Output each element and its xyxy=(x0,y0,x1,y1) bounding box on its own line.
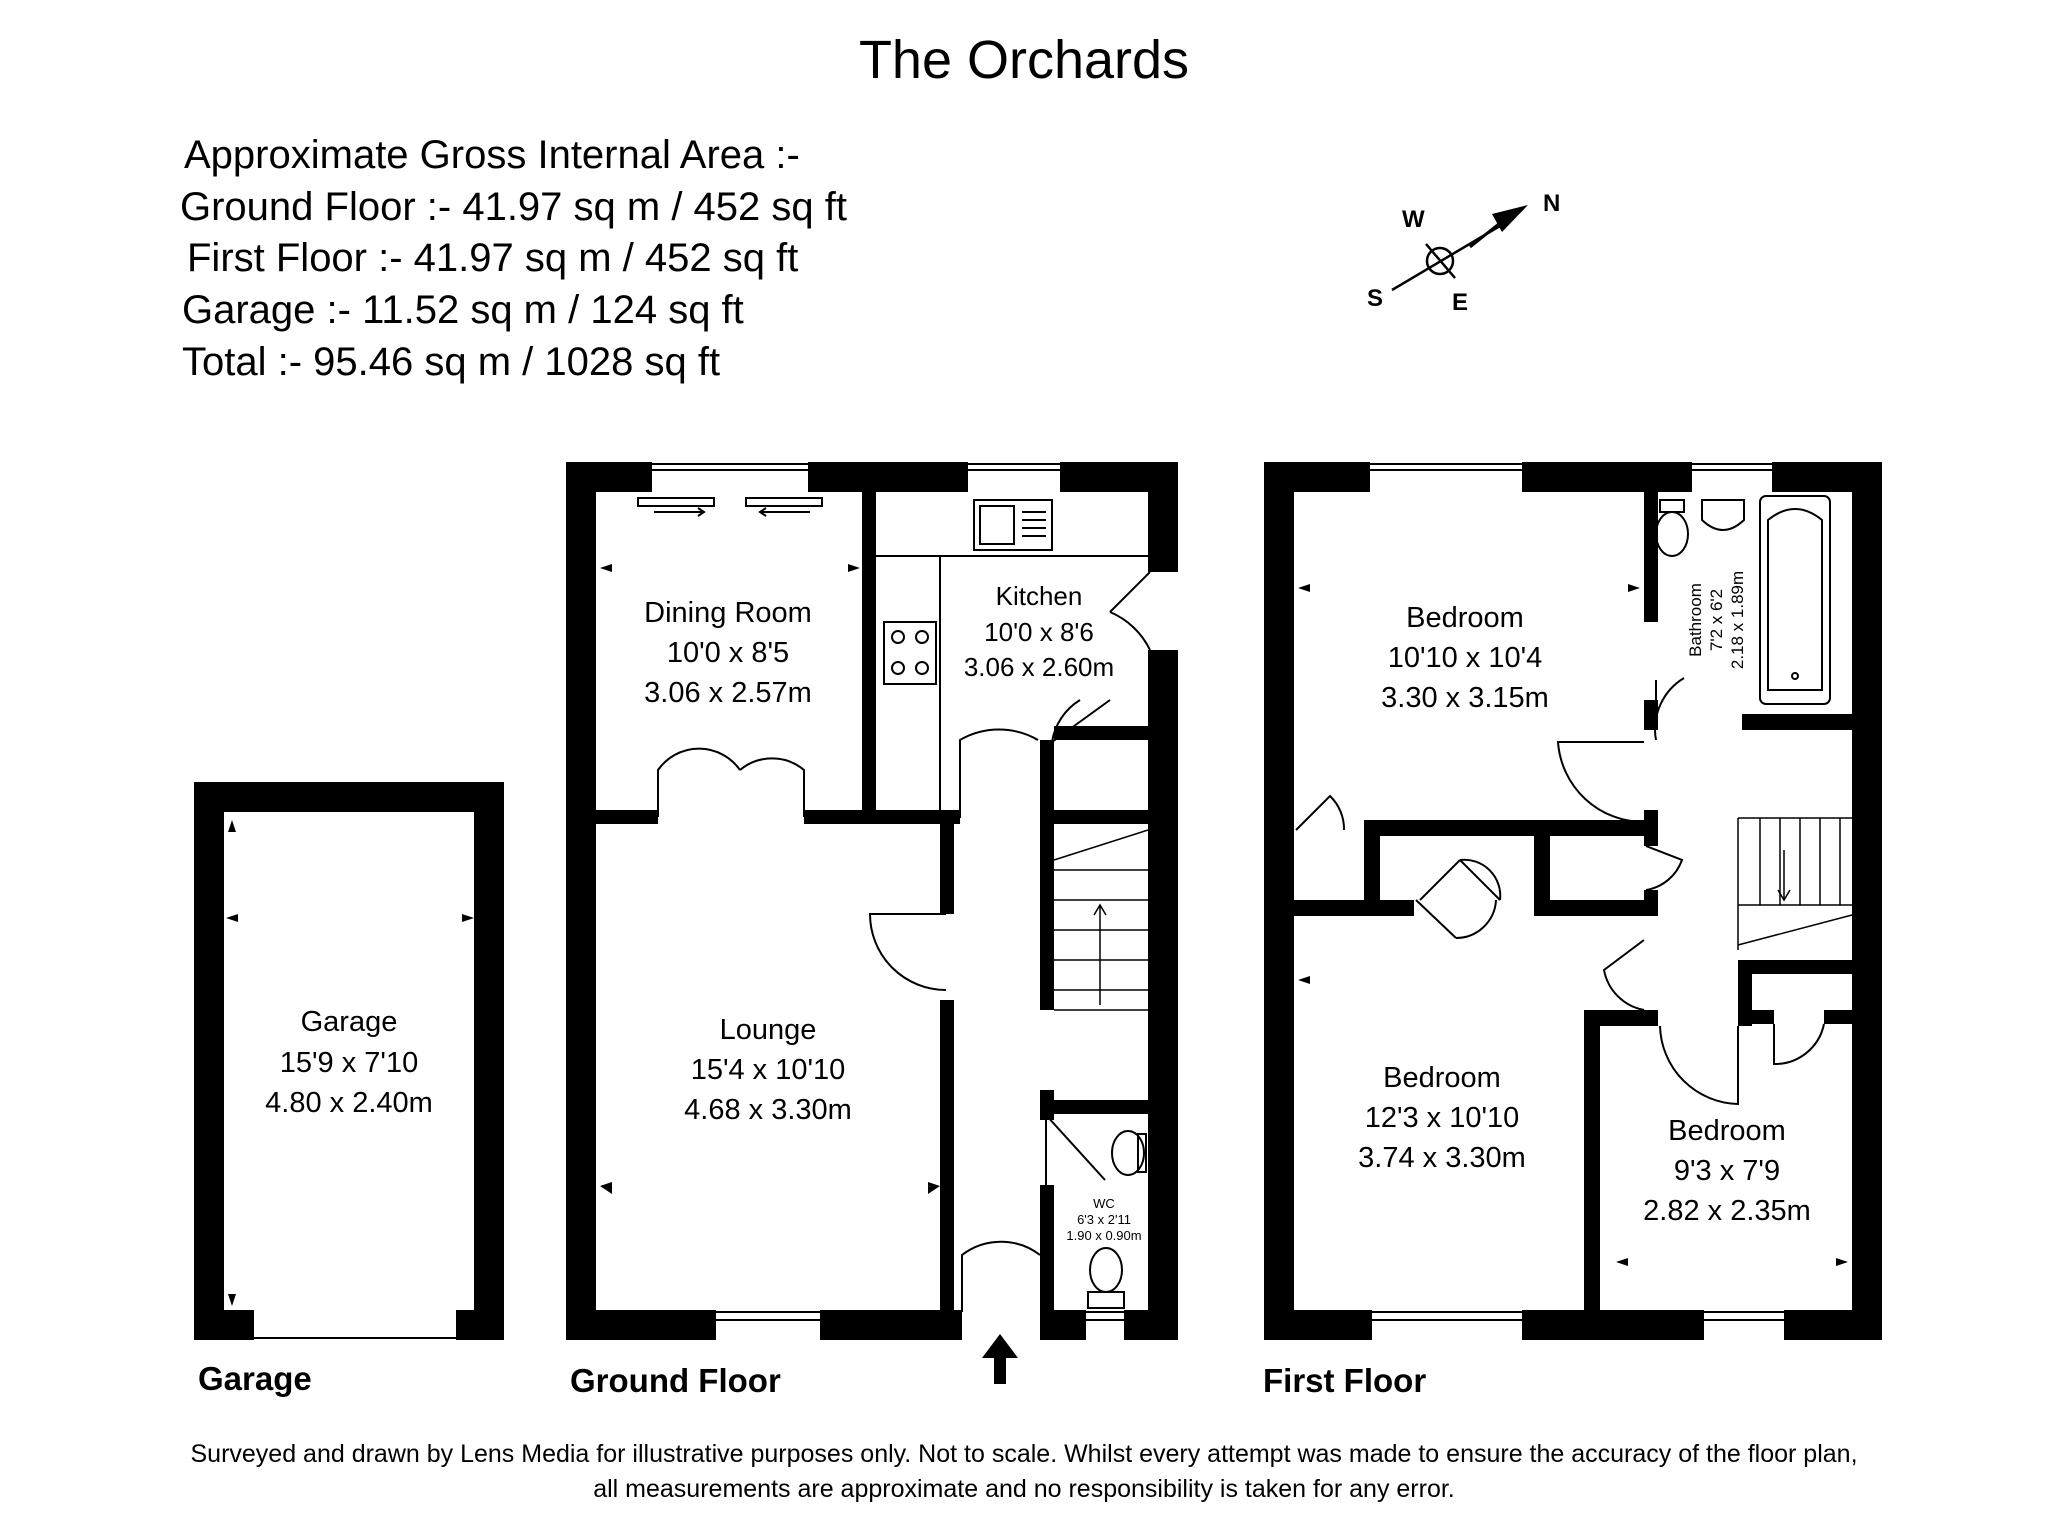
lounge-label: Lounge 15'4 x 10'10 4.68 x 3.30m xyxy=(684,1014,852,1126)
bed1-label: Bedroom 10'10 x 10'4 3.30 x 3.15m xyxy=(1381,602,1549,714)
garage-section-label: Garage xyxy=(198,1360,312,1397)
hob-icon xyxy=(883,621,937,685)
plan-title: The Orchards xyxy=(859,30,1189,90)
bed3-room-name: Bedroom xyxy=(1668,1115,1786,1147)
ground-floor-section-label: Ground Floor xyxy=(570,1362,781,1399)
first-stairs-icon xyxy=(1737,817,1853,950)
disclaimer-line-1: Surveyed and drawn by Lens Media for ill… xyxy=(190,1440,1857,1468)
sink-icon xyxy=(973,499,1053,551)
dining-label: Dining Room 10'0 x 8'5 3.06 x 2.57m xyxy=(644,597,812,709)
garage-walls xyxy=(194,782,504,1340)
compass-west: W xyxy=(1402,206,1425,233)
disclaimer-line-2: all measurements are approximate and no … xyxy=(593,1475,1455,1503)
basin-icon xyxy=(1701,499,1745,531)
toilet-icon xyxy=(1089,1247,1123,1293)
area-first-floor: First Floor :- 41.97 sq m / 452 sq ft xyxy=(187,236,798,280)
dining-room-metric: 3.06 x 2.57m xyxy=(644,677,812,709)
wc-fittings xyxy=(1087,1130,1147,1309)
wc-room-metric: 1.90 x 0.90m xyxy=(1066,1228,1141,1243)
dining-room-imperial: 10'0 x 8'5 xyxy=(667,637,789,669)
bed1-room-imperial: 10'10 x 10'4 xyxy=(1388,642,1543,674)
ground-stairs-icon xyxy=(1053,829,1149,1011)
first-doors xyxy=(1295,677,1825,1106)
bathroom-room-imperial: 7'2 x 6'2 xyxy=(1707,589,1726,651)
ground-floor-walls xyxy=(566,462,1178,1340)
garage-room-name: Garage xyxy=(301,1006,398,1038)
bed2-room-metric: 3.74 x 3.30m xyxy=(1358,1142,1526,1174)
ground-doors xyxy=(657,571,1151,1312)
first-floor-walls xyxy=(1264,462,1882,1340)
bed1-room-metric: 3.30 x 3.15m xyxy=(1381,682,1549,714)
compass-icon: N W S E xyxy=(1367,190,1560,316)
area-summary: Approximate Gross Internal Area :- Groun… xyxy=(180,133,847,384)
area-heading: Approximate Gross Internal Area :- xyxy=(184,133,800,177)
ground-floor-windows xyxy=(652,463,1124,1321)
compass-east: E xyxy=(1452,289,1468,316)
dimension-ticks xyxy=(226,564,1848,1306)
garage-room-imperial: 15'9 x 7'10 xyxy=(280,1047,418,1079)
lounge-room-name: Lounge xyxy=(720,1014,817,1046)
bathroom-label: Bathroom 7'2 x 6'2 2.18 x 1.89m xyxy=(1686,571,1747,669)
bed2-room-imperial: 12'3 x 10'10 xyxy=(1365,1102,1520,1134)
bathroom-room-name: Bathroom xyxy=(1686,583,1705,657)
compass-north: N xyxy=(1543,190,1560,217)
bath-icon xyxy=(1759,495,1831,705)
basin-icon xyxy=(1111,1130,1145,1176)
wc-room-name: WC xyxy=(1093,1196,1115,1211)
wc-label: WC 6'3 x 2'11 1.90 x 0.90m xyxy=(1066,1196,1141,1243)
kitchen-room-imperial: 10'0 x 8'6 xyxy=(984,617,1094,647)
toilet-icon xyxy=(1655,511,1689,557)
garage-room-metric: 4.80 x 2.40m xyxy=(265,1087,433,1119)
bed2-room-name: Bedroom xyxy=(1383,1062,1501,1094)
bed3-label: Bedroom 9'3 x 7'9 2.82 x 2.35m xyxy=(1643,1115,1811,1227)
kitchen-label: Kitchen 10'0 x 8'6 3.06 x 2.60m xyxy=(964,581,1114,682)
bed3-room-imperial: 9'3 x 7'9 xyxy=(1674,1155,1780,1187)
dining-room-name: Dining Room xyxy=(644,597,812,629)
kitchen-fittings xyxy=(876,499,1148,812)
lounge-room-imperial: 15'4 x 10'10 xyxy=(691,1054,846,1086)
area-ground-floor: Ground Floor :- 41.97 sq m / 452 sq ft xyxy=(180,185,847,229)
patio-door-icon xyxy=(637,497,823,517)
disclaimer: Surveyed and drawn by Lens Media for ill… xyxy=(190,1440,1857,1503)
bed3-room-metric: 2.82 x 2.35m xyxy=(1643,1195,1811,1227)
kitchen-room-name: Kitchen xyxy=(996,581,1083,611)
first-floor-section-label: First Floor xyxy=(1263,1362,1426,1399)
entrance-arrow-icon xyxy=(982,1334,1018,1384)
compass-south: S xyxy=(1367,285,1383,312)
bed2-label: Bedroom 12'3 x 10'10 3.74 x 3.30m xyxy=(1358,1062,1526,1174)
kitchen-room-metric: 3.06 x 2.60m xyxy=(964,652,1114,682)
bathroom-room-metric: 2.18 x 1.89m xyxy=(1728,571,1747,669)
lounge-room-metric: 4.68 x 3.30m xyxy=(684,1094,852,1126)
wc-room-imperial: 6'3 x 2'11 xyxy=(1077,1212,1131,1227)
area-total: Total :- 95.46 sq m / 1028 sq ft xyxy=(182,340,720,384)
area-garage: Garage :- 11.52 sq m / 124 sq ft xyxy=(182,288,744,332)
bathroom-fittings xyxy=(1655,495,1831,705)
first-floor-windows xyxy=(1370,463,1784,1321)
garage-label: Garage 15'9 x 7'10 4.80 x 2.40m xyxy=(265,1006,433,1119)
bed1-room-name: Bedroom xyxy=(1406,602,1524,634)
